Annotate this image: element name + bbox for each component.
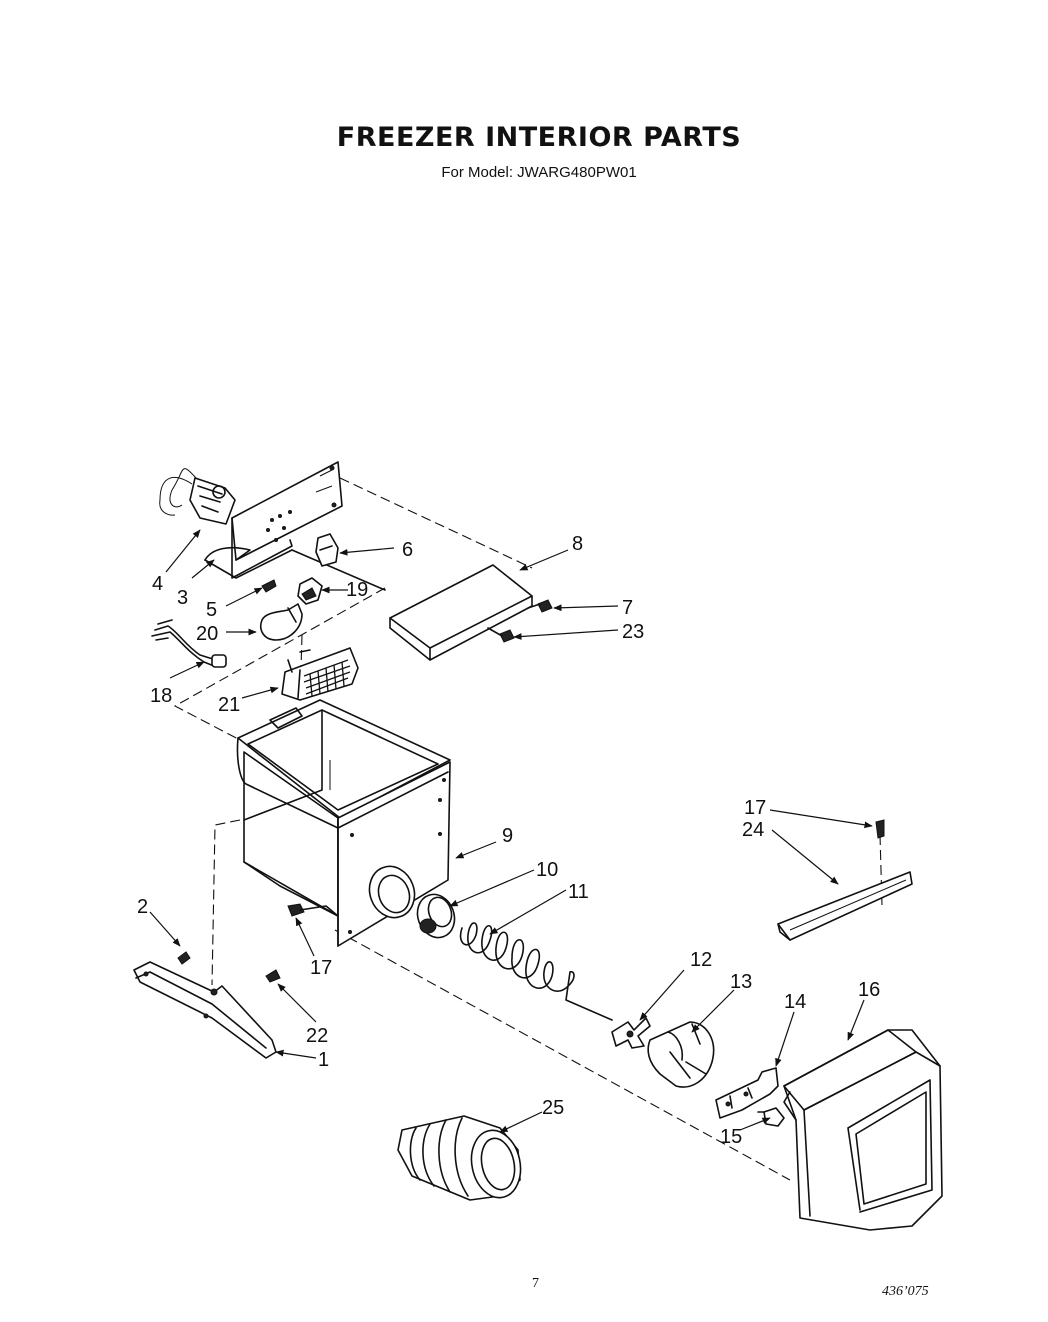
part-20-light-bulb: [260, 603, 303, 641]
callout-24: 24: [742, 819, 764, 841]
callout-5: 5: [206, 599, 217, 621]
callout-13: 13: [730, 971, 752, 993]
callout-23: 23: [622, 621, 644, 643]
part-14-bracket: [715, 1067, 779, 1119]
part-1-rail: [133, 961, 277, 1059]
model-subtitle: For Model: JWARG480PW01: [441, 164, 637, 181]
part-17-screw-right: [875, 819, 885, 839]
callout-20: 20: [196, 623, 218, 645]
callout-1: 1: [318, 1049, 329, 1071]
callout-11: 11: [568, 881, 589, 903]
callout-2: 2: [137, 896, 148, 918]
callout-16: 16: [858, 979, 880, 1001]
part-2-screw: [177, 951, 191, 965]
callout-15: 15: [720, 1126, 742, 1148]
document-code: 436’075: [882, 1284, 929, 1299]
callout-10: 10: [536, 859, 558, 881]
callout-6: 6: [402, 539, 413, 561]
part-16-front-cover: [783, 1029, 943, 1231]
part-25-coupling: [397, 1115, 522, 1201]
part-19-lamp-socket: [297, 577, 323, 605]
callout-18: 18: [150, 685, 172, 707]
callout-8: 8: [572, 533, 583, 555]
part-24-strip: [777, 871, 913, 941]
callout-17-right: 17: [744, 797, 766, 819]
callout-labels: 1 2 3 4 5 6 7 8 9 10 11 12 13 14 15 16 1…: [137, 533, 880, 1148]
part-15-nut: [757, 1107, 785, 1127]
callout-25: 25: [542, 1097, 564, 1119]
callout-17-left: 17: [310, 957, 332, 979]
part-11-auger: [459, 922, 613, 1021]
page-title: FREEZER INTERIOR PARTS: [336, 122, 742, 153]
part-3-control-housing: [204, 461, 386, 591]
callout-21: 21: [218, 694, 240, 716]
part-17-screw-left: [287, 903, 339, 917]
part-8-cover-plate: [389, 564, 533, 661]
part-21-grille: [281, 647, 359, 701]
callout-leaders: [149, 529, 873, 1133]
callout-14: 14: [784, 991, 806, 1013]
callout-4: 4: [152, 573, 163, 595]
callout-7: 7: [622, 597, 633, 619]
part-6-clip: [315, 533, 339, 567]
page-number: 7: [532, 1276, 539, 1291]
part-23-screw: [487, 627, 515, 643]
part-22-screw: [265, 969, 281, 983]
callout-9: 9: [502, 825, 513, 847]
part-7-screw: [527, 599, 553, 613]
callout-19: 19: [346, 579, 368, 601]
part-4-motor: [159, 468, 236, 525]
part-13-crusher: [647, 1021, 715, 1088]
part-5-screw: [261, 579, 277, 593]
callout-12: 12: [690, 949, 712, 971]
callout-3: 3: [177, 587, 188, 609]
callout-22: 22: [306, 1025, 328, 1047]
part-12-impeller: [611, 1017, 651, 1049]
part-10-bearing: [416, 893, 456, 939]
